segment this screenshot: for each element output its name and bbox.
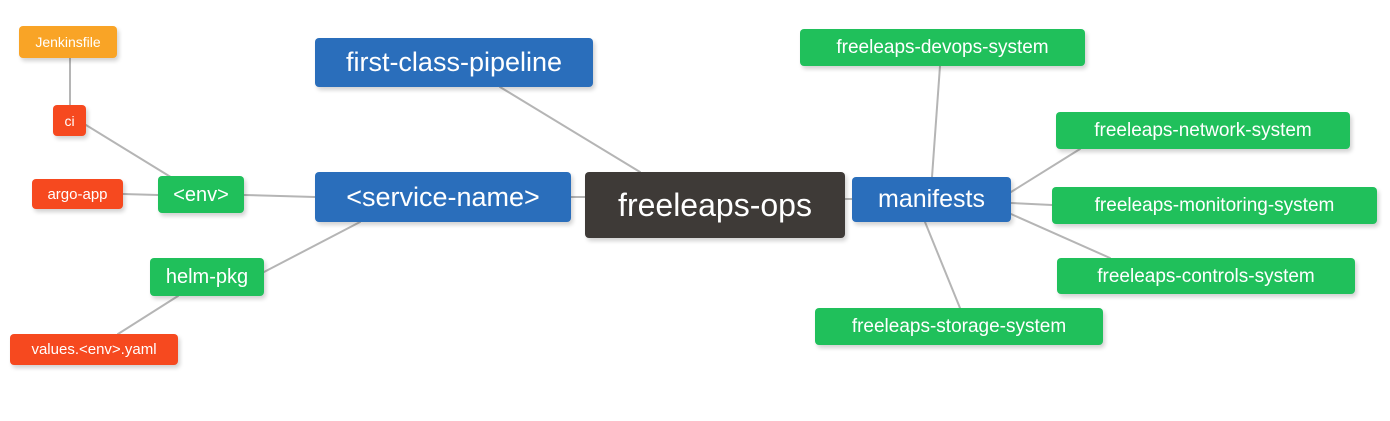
node-values-env-yaml[interactable]: values.<env>.yaml (10, 334, 178, 365)
node-freeleaps-ops[interactable]: freeleaps-ops (585, 172, 845, 238)
edge-manifests-to-freeleaps-monitoring-system (1010, 202, 1053, 206)
node-label-values-env-yaml: values.<env>.yaml (31, 341, 157, 358)
node-service-name[interactable]: <service-name> (315, 172, 571, 222)
node-argo-app[interactable]: argo-app (32, 179, 123, 209)
edge-argo-app-to-env (122, 193, 159, 196)
node-label-freeleaps-monitoring-system: freeleaps-monitoring-system (1094, 195, 1335, 216)
node-label-freeleaps-ops: freeleaps-ops (618, 187, 812, 223)
node-label-freeleaps-network-system: freeleaps-network-system (1094, 120, 1312, 141)
node-label-env: <env> (173, 183, 229, 206)
node-freeleaps-storage-system[interactable]: freeleaps-storage-system (815, 308, 1103, 345)
node-helm-pkg[interactable]: helm-pkg (150, 258, 264, 296)
edge-manifests-to-freeleaps-storage-system (924, 221, 961, 309)
node-first-class-pipeline[interactable]: first-class-pipeline (315, 38, 593, 87)
node-freeleaps-monitoring-system[interactable]: freeleaps-monitoring-system (1052, 187, 1377, 224)
edge-manifests-to-freeleaps-devops-system (931, 65, 941, 178)
node-jenkinsfile[interactable]: Jenkinsfile (19, 26, 117, 58)
node-env[interactable]: <env> (158, 176, 244, 213)
node-label-ci: ci (64, 112, 75, 129)
node-label-manifests: manifests (878, 185, 985, 213)
node-label-freeleaps-controls-system: freeleaps-controls-system (1097, 265, 1315, 287)
node-label-helm-pkg: helm-pkg (165, 266, 249, 288)
edge-first-class-pipeline-to-freeleaps-ops (499, 86, 641, 173)
node-label-jenkinsfile: Jenkinsfile (35, 34, 101, 50)
edge-helm-pkg-to-values-env-yaml (117, 295, 179, 335)
edge-manifests-to-freeleaps-network-system (1010, 148, 1081, 193)
node-manifests[interactable]: manifests (852, 177, 1011, 222)
node-label-service-name: <service-name> (346, 181, 540, 212)
node-freeleaps-network-system[interactable]: freeleaps-network-system (1056, 112, 1350, 149)
node-label-freeleaps-devops-system: freeleaps-devops-system (836, 37, 1049, 58)
node-label-freeleaps-storage-system: freeleaps-storage-system (851, 316, 1067, 337)
node-label-argo-app: argo-app (47, 185, 108, 203)
node-ci[interactable]: ci (53, 105, 86, 136)
node-freeleaps-controls-system[interactable]: freeleaps-controls-system (1057, 258, 1355, 294)
node-label-first-class-pipeline: first-class-pipeline (345, 47, 563, 77)
edge-service-name-to-helm-pkg (263, 221, 361, 273)
node-freeleaps-devops-system[interactable]: freeleaps-devops-system (800, 29, 1085, 66)
edge-env-to-service-name (243, 194, 316, 198)
